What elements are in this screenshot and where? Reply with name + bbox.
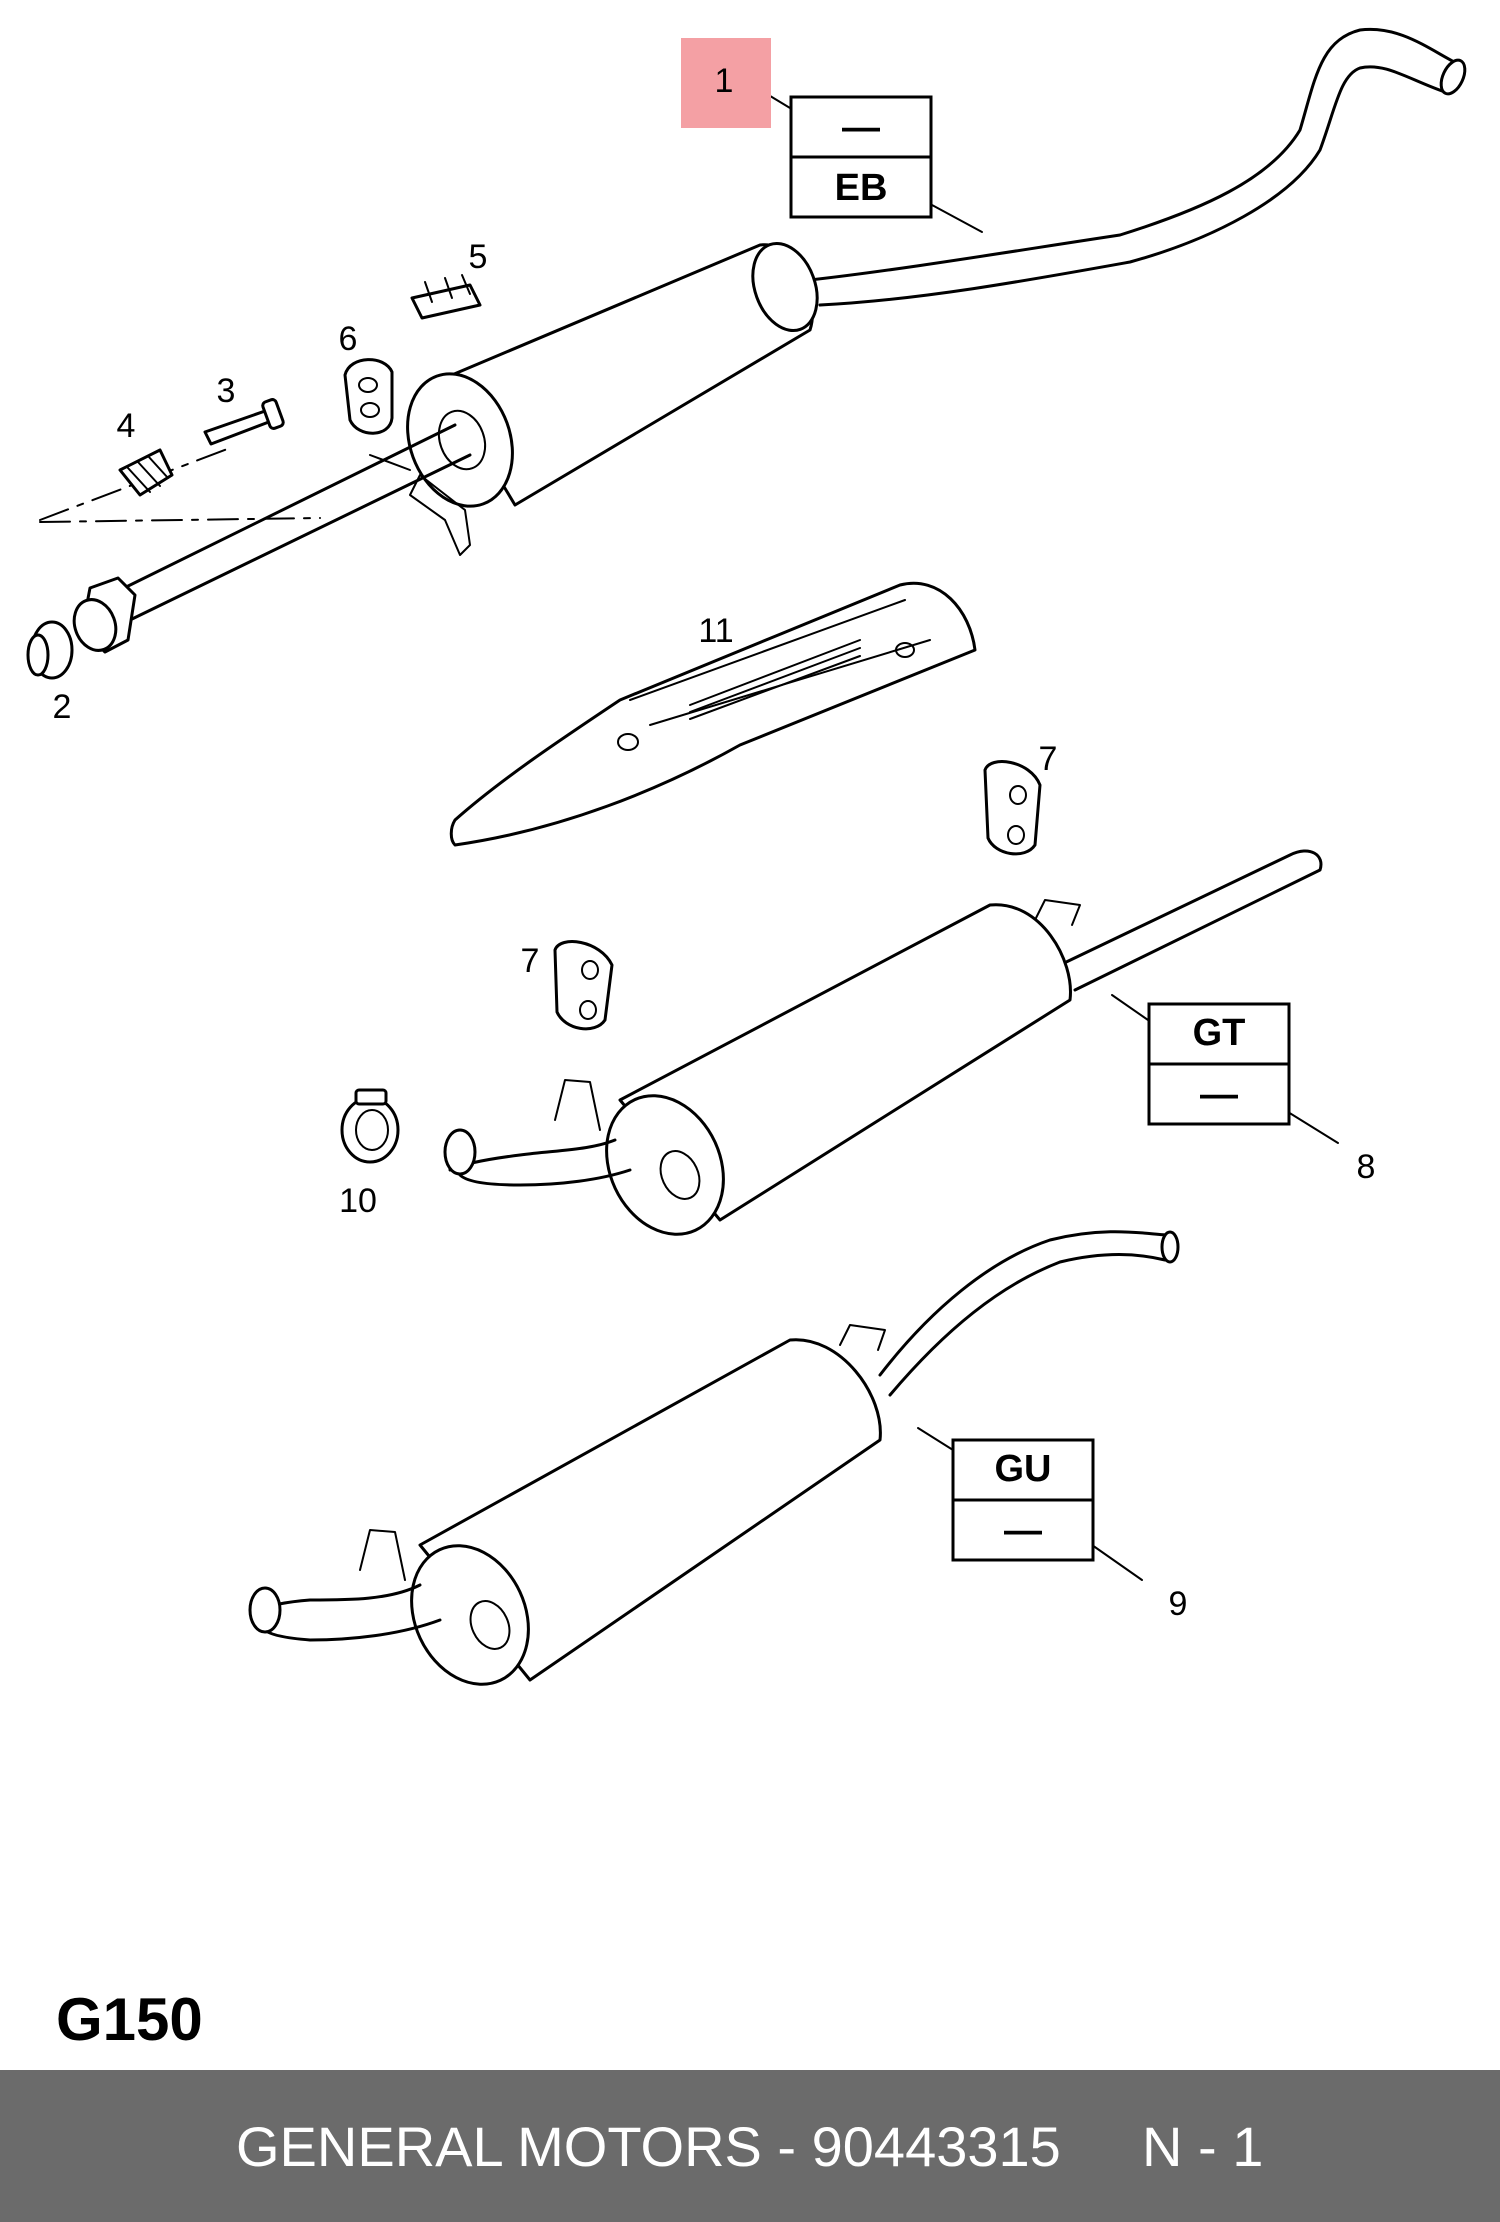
part-9-rear-silencer[interactable] xyxy=(248,1230,1180,1704)
callout-9[interactable]: 9 xyxy=(1169,1585,1188,1623)
code-box-9: GU — xyxy=(951,1438,1095,1562)
callout-1-highlight xyxy=(681,38,771,128)
code-box-8-top: GT xyxy=(1193,1012,1246,1054)
part-4-spring[interactable] xyxy=(118,448,174,497)
part-7-hanger-lower[interactable] xyxy=(553,940,614,1031)
exhaust-parts-diagram: — EB GT — GU — 1 2 3 4 5 6 7 7 8 9 10 11 xyxy=(26,27,1470,1704)
code-box-9-top: GU xyxy=(995,1448,1052,1490)
code-box-8: GT — xyxy=(1147,1002,1291,1126)
part-8-rear-silencer[interactable] xyxy=(443,849,1323,1254)
callout-8[interactable]: 8 xyxy=(1357,1148,1376,1186)
code-box-1-top: — xyxy=(842,107,880,149)
part-3-bolt[interactable] xyxy=(203,398,285,446)
callout-7-upper[interactable]: 7 xyxy=(1039,740,1058,778)
callout-5[interactable]: 5 xyxy=(469,238,488,276)
part-1-center-silencer[interactable] xyxy=(39,27,1470,656)
callout-3[interactable]: 3 xyxy=(217,372,236,410)
callout-1[interactable]: 1 xyxy=(715,62,734,100)
code-box-8-bottom: — xyxy=(1200,1074,1238,1116)
part-2-seal-ring[interactable] xyxy=(26,620,74,680)
footer-bar: GENERAL MOTORS - 90443315 N - 1 xyxy=(0,2070,1500,2222)
footer-quantity: N - 1 xyxy=(1142,2115,1264,2178)
page-code: G150 xyxy=(56,1986,203,2053)
code-box-1: — EB xyxy=(789,95,933,219)
part-6-rubber-mount[interactable] xyxy=(343,358,394,435)
callout-4[interactable]: 4 xyxy=(117,407,136,445)
callout-10[interactable]: 10 xyxy=(339,1182,377,1220)
part-5-clip[interactable] xyxy=(410,274,482,320)
part-10-clamp[interactable] xyxy=(340,1088,400,1164)
callout-6[interactable]: 6 xyxy=(339,320,358,358)
callout-11[interactable]: 11 xyxy=(698,612,733,650)
code-box-9-bottom: — xyxy=(1004,1510,1042,1552)
part-7-hanger-upper[interactable] xyxy=(983,760,1042,856)
callout-7-lower[interactable]: 7 xyxy=(521,942,540,980)
code-box-1-bottom: EB xyxy=(835,167,888,209)
part-11-heat-shield[interactable] xyxy=(449,581,977,847)
footer-part-label: GENERAL MOTORS - 90443315 xyxy=(236,2115,1061,2178)
callout-2[interactable]: 2 xyxy=(53,688,72,726)
